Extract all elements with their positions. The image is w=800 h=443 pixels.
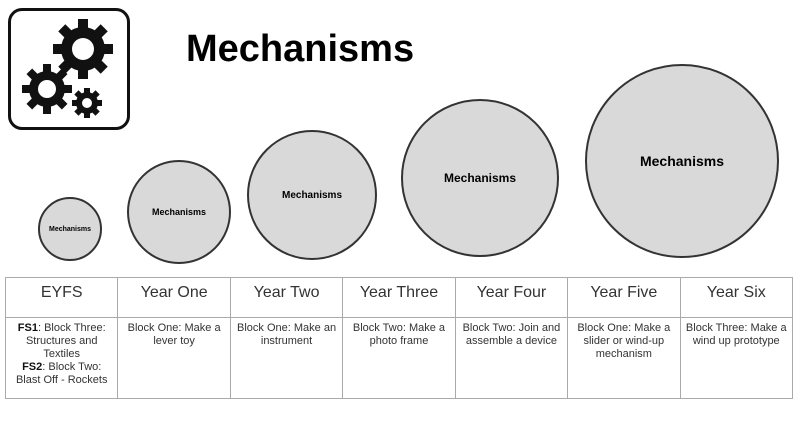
header-year-six: Year Six xyxy=(679,277,794,318)
gears-logo xyxy=(8,8,130,130)
cell-year-six: Block Three: Make a wind up prototype xyxy=(679,317,794,399)
circle-year-one: Mechanisms xyxy=(127,160,231,264)
circle-eyfs: Mechanisms xyxy=(38,197,102,261)
cell-eyfs: FS1: Block Three: Structures and Textile… xyxy=(4,317,119,399)
fs1-text: : Block Three: Structures and Textiles xyxy=(25,322,106,360)
fs1-label: FS1 xyxy=(17,322,38,334)
circle-label: Mechanisms xyxy=(151,207,207,217)
cell-year-three: Block Two: Make a photo frame xyxy=(342,317,456,399)
circle-label: Mechanisms xyxy=(639,153,725,169)
cell-year-one: Block One: Make a lever toy xyxy=(117,317,231,399)
header-year-four: Year Four xyxy=(454,277,569,318)
header-year-three: Year Three xyxy=(342,277,456,318)
fs2-label: FS2 xyxy=(22,361,43,373)
circle-label: Mechanisms xyxy=(281,189,343,201)
cell-year-five: Block One: Make a slider or wind-up mech… xyxy=(567,317,681,399)
curriculum-table: EYFS Year One Year Two Year Three Year F… xyxy=(4,277,794,399)
gears-icon xyxy=(22,19,113,118)
header-year-two: Year Two xyxy=(229,277,344,318)
page-title: Mechanisms xyxy=(186,28,415,70)
circle-label: Mechanisms xyxy=(48,225,92,233)
table-row: FS1: Block Three: Structures and Textile… xyxy=(4,317,794,399)
circle-year-five-six: Mechanisms xyxy=(585,64,779,258)
circle-year-three-four: Mechanisms xyxy=(401,99,559,257)
header-eyfs: EYFS xyxy=(4,277,119,318)
cell-year-two: Block One: Make an instrument xyxy=(229,317,344,399)
header-year-five: Year Five xyxy=(567,277,681,318)
table-header-row: EYFS Year One Year Two Year Three Year F… xyxy=(4,277,794,318)
fs2-text: : Block Two: Blast Off - Rockets xyxy=(15,361,108,386)
header-year-one: Year One xyxy=(117,277,231,318)
cell-year-four: Block Two: Join and assemble a device xyxy=(454,317,569,399)
circle-label: Mechanisms xyxy=(443,171,517,185)
circle-year-two: Mechanisms xyxy=(247,130,377,260)
